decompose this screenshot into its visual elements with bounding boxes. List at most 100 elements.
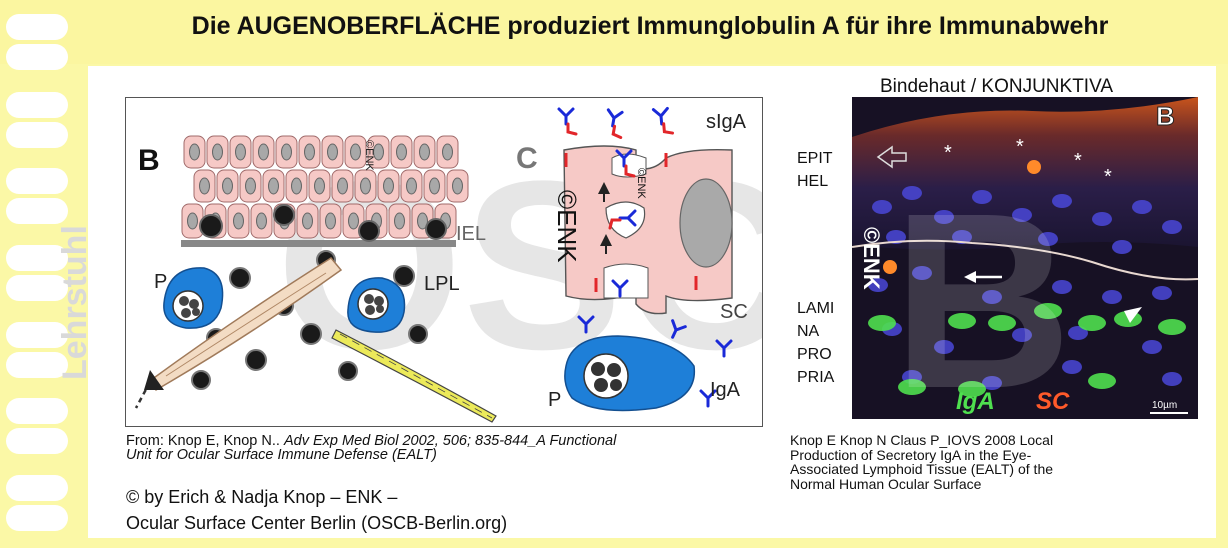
micro-enk: ©ENK — [859, 227, 884, 290]
up-arrow — [600, 234, 612, 246]
reference-authors: From: Knop E, Knop N.. — [126, 433, 284, 449]
iga-label: IgA — [710, 379, 741, 401]
nucleus-spot — [1038, 232, 1058, 246]
plasma-cell-large — [564, 335, 696, 412]
antibody — [651, 106, 675, 135]
p2-label: P — [548, 389, 561, 411]
binder-ring — [6, 505, 68, 531]
antibody — [671, 319, 687, 339]
nucleus-spot — [982, 290, 1002, 304]
iga-cell — [958, 381, 986, 397]
cell-nucleus — [373, 143, 384, 161]
reference-journal: Adv Exp Med Biol 2002, 506; 835-844_A Fu… — [283, 433, 617, 449]
cell-nucleus — [327, 143, 338, 161]
cell-nucleus — [235, 143, 246, 161]
lamina-label-line: NA — [797, 323, 820, 340]
micrograph-title: Bindehaut / KONJUNKTIVA — [880, 76, 1114, 97]
cell-nucleus — [417, 212, 428, 230]
reference-right-line: Associated Lymphoid Tissue (EALT) of the — [790, 461, 1054, 477]
cell-nucleus — [245, 177, 256, 195]
lamina-label-line: LAMI — [797, 300, 835, 317]
nucleus-spot — [902, 186, 922, 200]
cell-nucleus — [222, 177, 233, 195]
iga-stain-label: IgA — [956, 388, 995, 415]
asterisk: * — [1016, 136, 1024, 158]
cell-nucleus — [302, 212, 313, 230]
reference-left: From: Knop E, Knop N.. Adv Exp Med Biol … — [126, 433, 776, 463]
cell-nucleus — [383, 177, 394, 195]
lymphocyte — [425, 218, 447, 240]
antibody — [699, 389, 717, 408]
binder-ring — [6, 245, 68, 271]
reference-title: Unit for Ocular Surface Immune Defense (… — [126, 447, 437, 463]
blood-vessel-inner — [339, 333, 493, 419]
iga-cell — [948, 313, 976, 329]
nucleus-spot — [1162, 220, 1182, 234]
nucleus-spot — [952, 230, 972, 244]
page-title: Die AUGENOBERFLÄCHE produziert Immunglob… — [191, 12, 1109, 40]
reference-right: Knop E Knop N Claus P_IOVS 2008 Local Pr… — [790, 433, 1210, 491]
nucleus-spot — [934, 210, 954, 224]
antibody — [606, 108, 624, 139]
iga-cell — [1088, 373, 1116, 389]
cell-nucleus — [268, 177, 279, 195]
cell-nucleus — [348, 212, 359, 230]
p-label: P — [154, 271, 167, 293]
schematic-svg: OSC — [134, 106, 762, 423]
panel-label-c: C — [516, 142, 538, 175]
cell-nucleus — [325, 212, 336, 230]
up-arrow — [598, 182, 610, 194]
lpl-label: LPL — [424, 273, 460, 295]
antibody — [557, 107, 578, 136]
plasma-cell — [163, 267, 224, 329]
epithelial-row — [193, 169, 469, 203]
binder-ring — [6, 168, 68, 194]
lamina-label-line: PRIA — [797, 369, 835, 386]
binder-ring — [6, 92, 68, 118]
nucleus-spot — [1052, 280, 1072, 294]
sc-label: SC — [720, 301, 748, 323]
cell-nucleus — [452, 177, 463, 195]
reference-right-line: Knop E Knop N Claus P_IOVS 2008 Local — [790, 432, 1054, 448]
nucleus-spot — [912, 266, 932, 280]
nucleus-spot — [1142, 340, 1162, 354]
nucleus-spot — [1012, 328, 1032, 342]
cell-nucleus — [394, 212, 405, 230]
cell-nucleus — [429, 177, 440, 195]
epithelium-label: EPIT HEL — [797, 147, 833, 193]
asterisk: * — [1104, 166, 1112, 188]
iga-cell — [1034, 303, 1062, 319]
cell-nucleus — [360, 177, 371, 195]
sc-spot — [1027, 160, 1041, 174]
enk-big-label: ©ENK — [552, 190, 582, 263]
antibody — [577, 315, 595, 334]
lamina-label-line: PRO — [797, 346, 832, 363]
siga-label: sIgA — [706, 111, 747, 133]
cell-nucleus — [350, 143, 361, 161]
nucleus-spot — [1092, 212, 1112, 226]
nucleus-spot — [934, 340, 954, 354]
nucleus-spot — [1102, 290, 1122, 304]
lymphocyte — [300, 323, 322, 345]
cell-nucleus — [212, 143, 223, 161]
binder-ring — [6, 352, 68, 378]
outline-arrow-icon — [876, 145, 907, 169]
iga-cell — [988, 315, 1016, 331]
cell-nucleus — [187, 212, 198, 230]
basement-line — [852, 239, 1198, 281]
nucleus-spot — [1152, 286, 1172, 300]
antibody — [611, 279, 629, 298]
micrograph-svg: B * * * * B ©ENK IgA SC 10µm — [852, 97, 1198, 419]
cell-nucleus — [256, 212, 267, 230]
lymphocyte — [245, 349, 267, 371]
lamina-propria-lymphocytes — [191, 250, 428, 390]
cell-nucleus — [304, 143, 315, 161]
micro-watermark: B — [892, 161, 1073, 419]
schematic-diagram: OSC — [125, 97, 763, 427]
asterisk: * — [944, 142, 952, 164]
lymphocyte — [358, 220, 380, 242]
micrograph-image: B * * * * B ©ENK IgA SC 10µm — [852, 97, 1198, 419]
binder-ring — [6, 198, 68, 224]
iel-label: IEL — [456, 223, 486, 245]
panel-label-b: B — [138, 144, 160, 177]
